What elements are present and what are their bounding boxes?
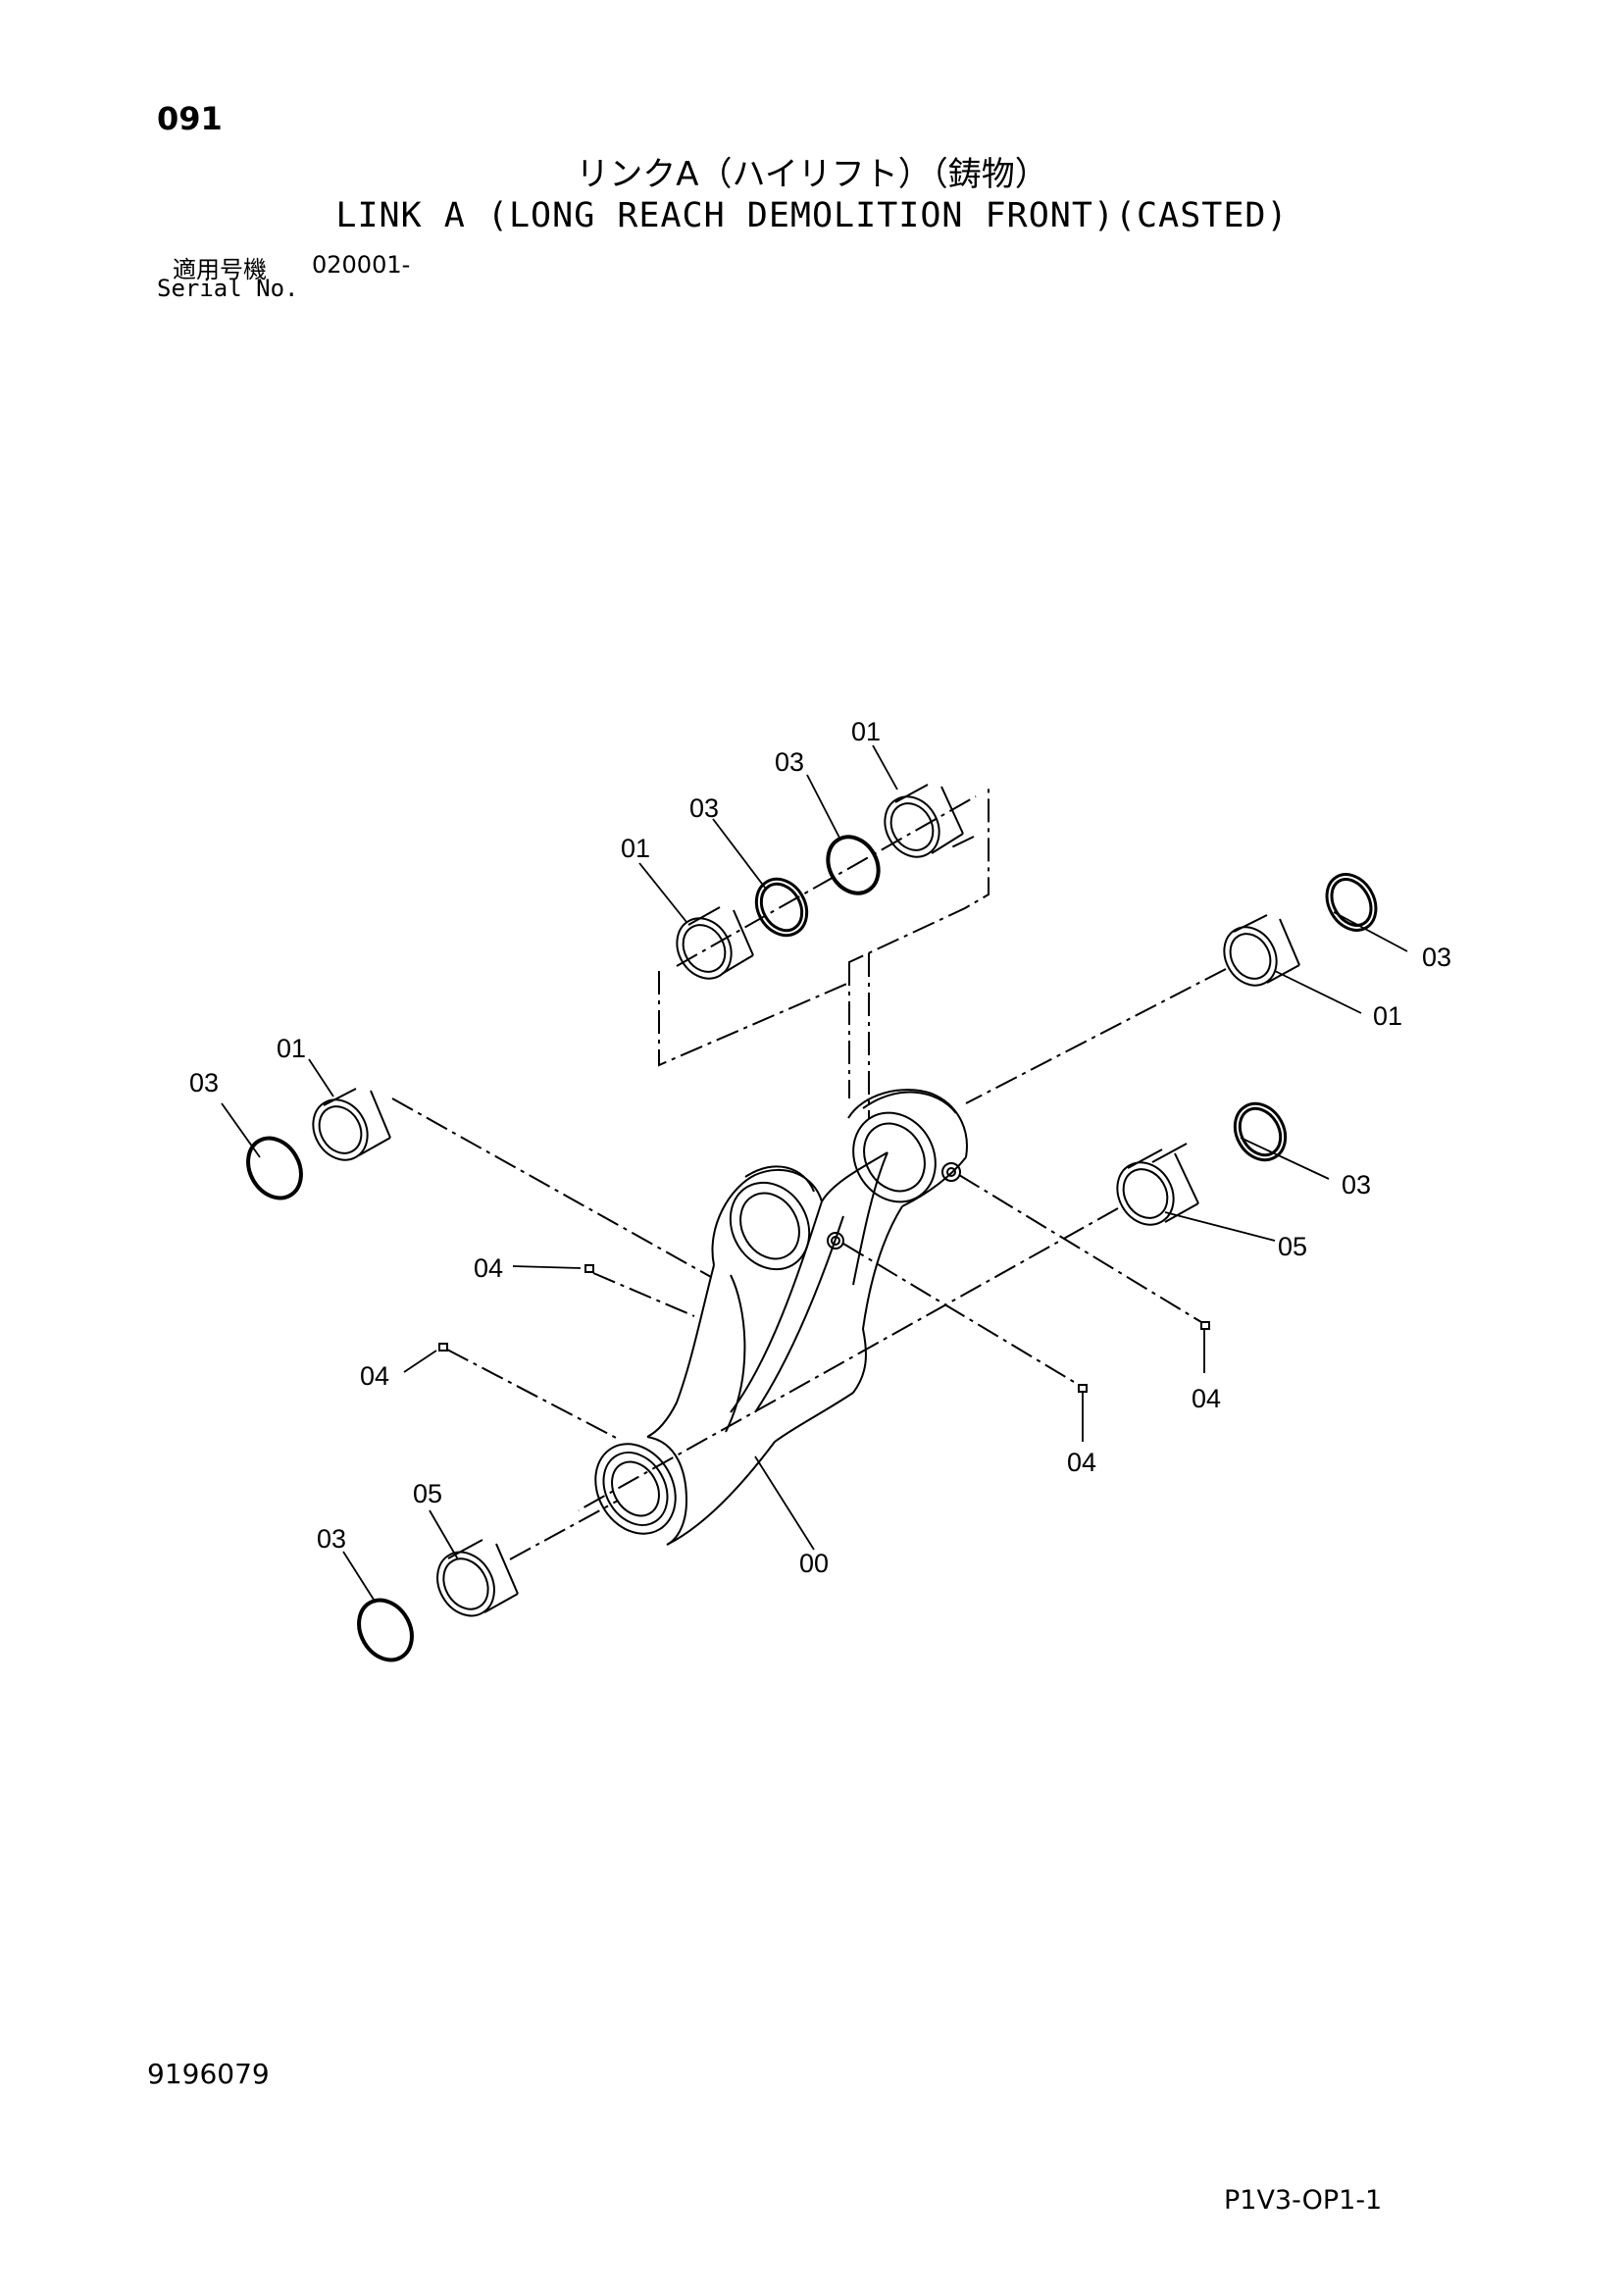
callout-03-lower-left: 03 <box>317 1524 346 1554</box>
bushing-left-upper <box>312 1088 391 1161</box>
seal-ring-right-upper <box>1325 873 1378 932</box>
centerline-lower-left <box>509 1500 619 1560</box>
bushing-top-left <box>676 906 754 980</box>
centerline-top-stack <box>676 795 977 967</box>
callout-04-nipple-4: 04 <box>1067 1448 1096 1477</box>
sheet-code: P1V3-OP1-1 <box>1224 2185 1383 2216</box>
page-number: 091 <box>157 100 223 137</box>
seal-ring-lower-left <box>357 1598 414 1662</box>
callout-03-right-middle: 03 <box>1342 1170 1371 1199</box>
centerline-nipple-2 <box>446 1349 621 1441</box>
callout-01-left-upper: 01 <box>277 1034 306 1063</box>
centerline-nipple-1 <box>592 1272 695 1317</box>
callout-03-top-center: 03 <box>775 747 804 777</box>
seal-ring-left-upper <box>246 1136 303 1200</box>
leader-lines <box>221 744 1408 1604</box>
drawing-number: 9196079 <box>147 2058 270 2090</box>
centerline-nipple-4 <box>842 1243 1080 1386</box>
grease-nipple-1 <box>584 1264 594 1273</box>
serial-label-japanese: 適用号機 <box>173 256 267 283</box>
callout-01-top-right: 01 <box>851 717 881 746</box>
callout-labels: 01 03 03 01 03 01 01 03 03 05 04 04 04 0… <box>189 717 1451 1578</box>
grease-nipple-3 <box>1200 1321 1210 1330</box>
centerline-nipple-3 <box>958 1174 1202 1323</box>
bushing-top-right <box>884 784 964 858</box>
title-japanese: リンクA（ハイリフト）（鋳物） <box>576 155 1048 194</box>
serial-number-value: 020001- <box>312 251 411 279</box>
callout-03-left-upper: 03 <box>189 1068 219 1097</box>
bushing-right-middle <box>1116 1143 1199 1226</box>
callout-03-right-upper: 03 <box>1422 943 1451 972</box>
serial-label-english: Serial No. <box>157 275 299 302</box>
callout-01-right-upper: 01 <box>1373 1001 1402 1031</box>
centerline-left-upper <box>391 1097 712 1278</box>
callout-05-right-middle: 05 <box>1278 1232 1307 1261</box>
centerline-right-upper <box>965 968 1227 1104</box>
grease-nipple-2 <box>438 1343 448 1352</box>
callout-03-top-left: 03 <box>689 793 719 823</box>
bushing-right-upper <box>1223 914 1300 987</box>
link-a-body <box>594 1089 968 1546</box>
title-english: LINK A (LONG REACH DEMOLITION FRONT)(CAS… <box>335 196 1289 235</box>
callout-04-nipple-3: 04 <box>1192 1384 1221 1413</box>
callout-05-lower-left: 05 <box>413 1479 442 1508</box>
callout-04-nipple-2: 04 <box>360 1361 389 1391</box>
callout-04-nipple-1: 04 <box>474 1253 503 1283</box>
assembly-group-outline <box>658 785 990 1118</box>
bushing-lower-left <box>436 1539 519 1617</box>
callout-01-top-left: 01 <box>621 834 650 863</box>
centerline-right-middle <box>578 1207 1119 1511</box>
grease-nipple-4 <box>1078 1384 1088 1393</box>
callout-00-link-body: 00 <box>799 1549 829 1578</box>
